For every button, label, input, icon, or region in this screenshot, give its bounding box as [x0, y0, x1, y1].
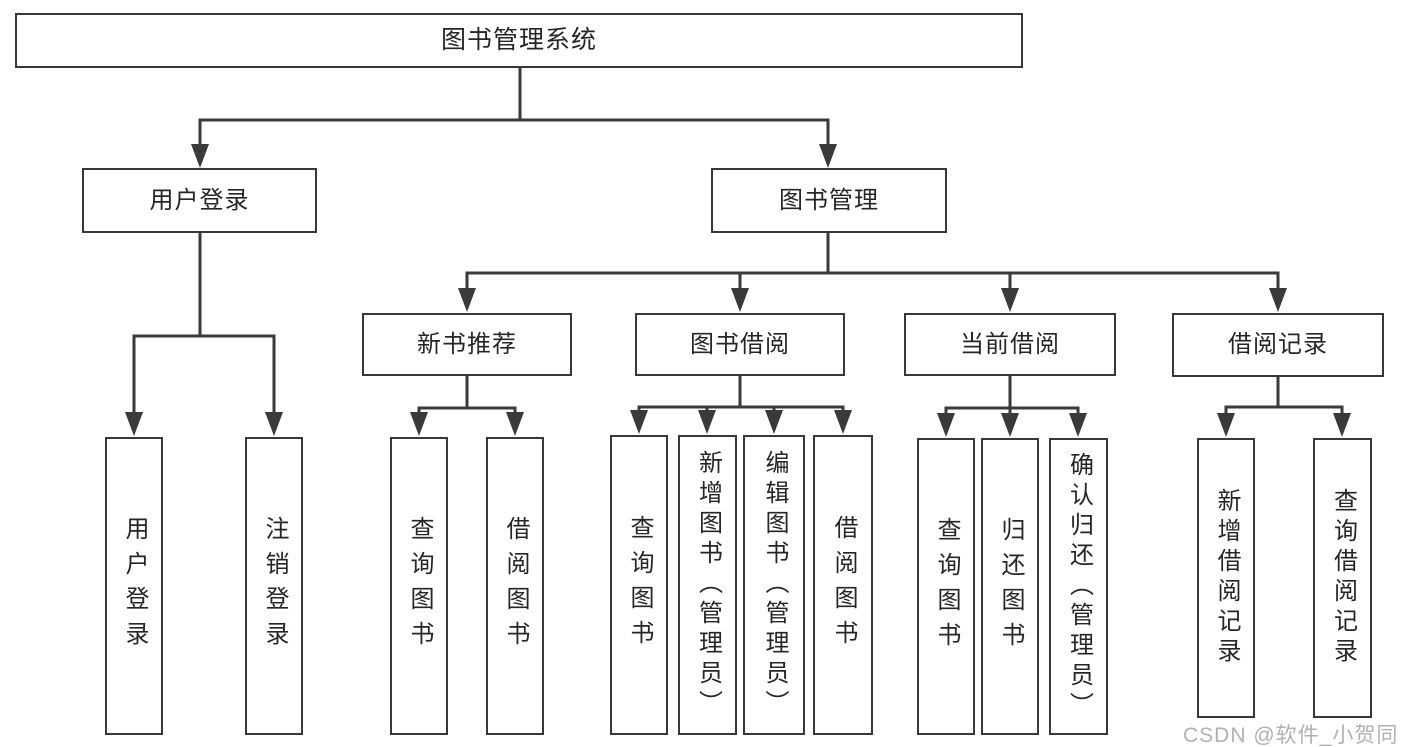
connector-new-book-to-leaves	[417, 376, 517, 420]
arrowhead-icon	[125, 412, 143, 436]
arrowhead-icon	[765, 410, 783, 434]
arrowhead-icon	[1069, 413, 1087, 437]
arrowheads	[125, 144, 1351, 437]
arrowhead-icon	[731, 288, 749, 312]
leaf-add-borrow-record: 新增借阅记录	[1197, 438, 1255, 718]
leaf-current-query-books: 查询图书	[917, 438, 975, 735]
arrowhead-icon	[937, 413, 955, 437]
arrowhead-icon	[1001, 413, 1019, 437]
arrowhead-icon	[698, 410, 716, 434]
arrowhead-icon	[506, 412, 524, 436]
leaf-query-borrow-record: 查询借阅记录	[1313, 438, 1372, 718]
leaf-new-book-borrow-books: 借阅图书	[486, 437, 544, 735]
arrowhead-icon	[630, 410, 648, 434]
leaf-new-book-query-books: 查询图书	[390, 437, 448, 735]
node-book-management: 图书管理	[711, 168, 947, 233]
leaf-user-login: 用户登录	[105, 437, 163, 735]
node-current-borrow: 当前借阅	[904, 313, 1116, 376]
node-user-login: 用户登录	[82, 168, 317, 233]
node-borrow-records: 借阅记录	[1172, 313, 1384, 377]
arrowhead-icon	[1333, 413, 1351, 437]
arrowhead-icon	[834, 410, 852, 434]
leaf-return-books: 归还图书	[981, 438, 1039, 735]
leaf-add-books-admin: 新增图书（管理员）	[678, 435, 737, 735]
leaf-borrow-books: 借阅图书	[813, 435, 873, 735]
arrowhead-icon	[265, 412, 283, 436]
arrowhead-icon	[1001, 288, 1019, 312]
node-root: 图书管理系统	[15, 13, 1023, 68]
arrowhead-icon	[410, 412, 428, 436]
arrowhead-icon	[458, 288, 476, 312]
leaf-edit-books-admin: 编辑图书（管理员）	[743, 435, 805, 735]
csdn-watermark: CSDN @软件_小贺同学	[1183, 724, 1399, 747]
connector-book-borrow-to-leaves	[637, 376, 845, 418]
leaf-logout: 注销登录	[245, 437, 303, 735]
arrowhead-icon	[819, 144, 837, 168]
leaf-confirm-return-admin: 确认归还（管理员）	[1049, 438, 1108, 735]
arrowhead-icon	[191, 144, 209, 168]
node-book-borrow: 图书借阅	[635, 313, 845, 376]
connector-root-to-level2	[198, 66, 830, 152]
node-new-book-recommend: 新书推荐	[362, 313, 572, 376]
connector-user-login-to-leaves	[132, 233, 276, 420]
arrowhead-icon	[1269, 288, 1287, 312]
connector-book-management-to-level3	[465, 233, 1280, 296]
connector-borrow-records-to-leaves	[1224, 377, 1344, 421]
arrowhead-icon	[1217, 413, 1235, 437]
leaf-borrow-query-books: 查询图书	[610, 435, 668, 735]
